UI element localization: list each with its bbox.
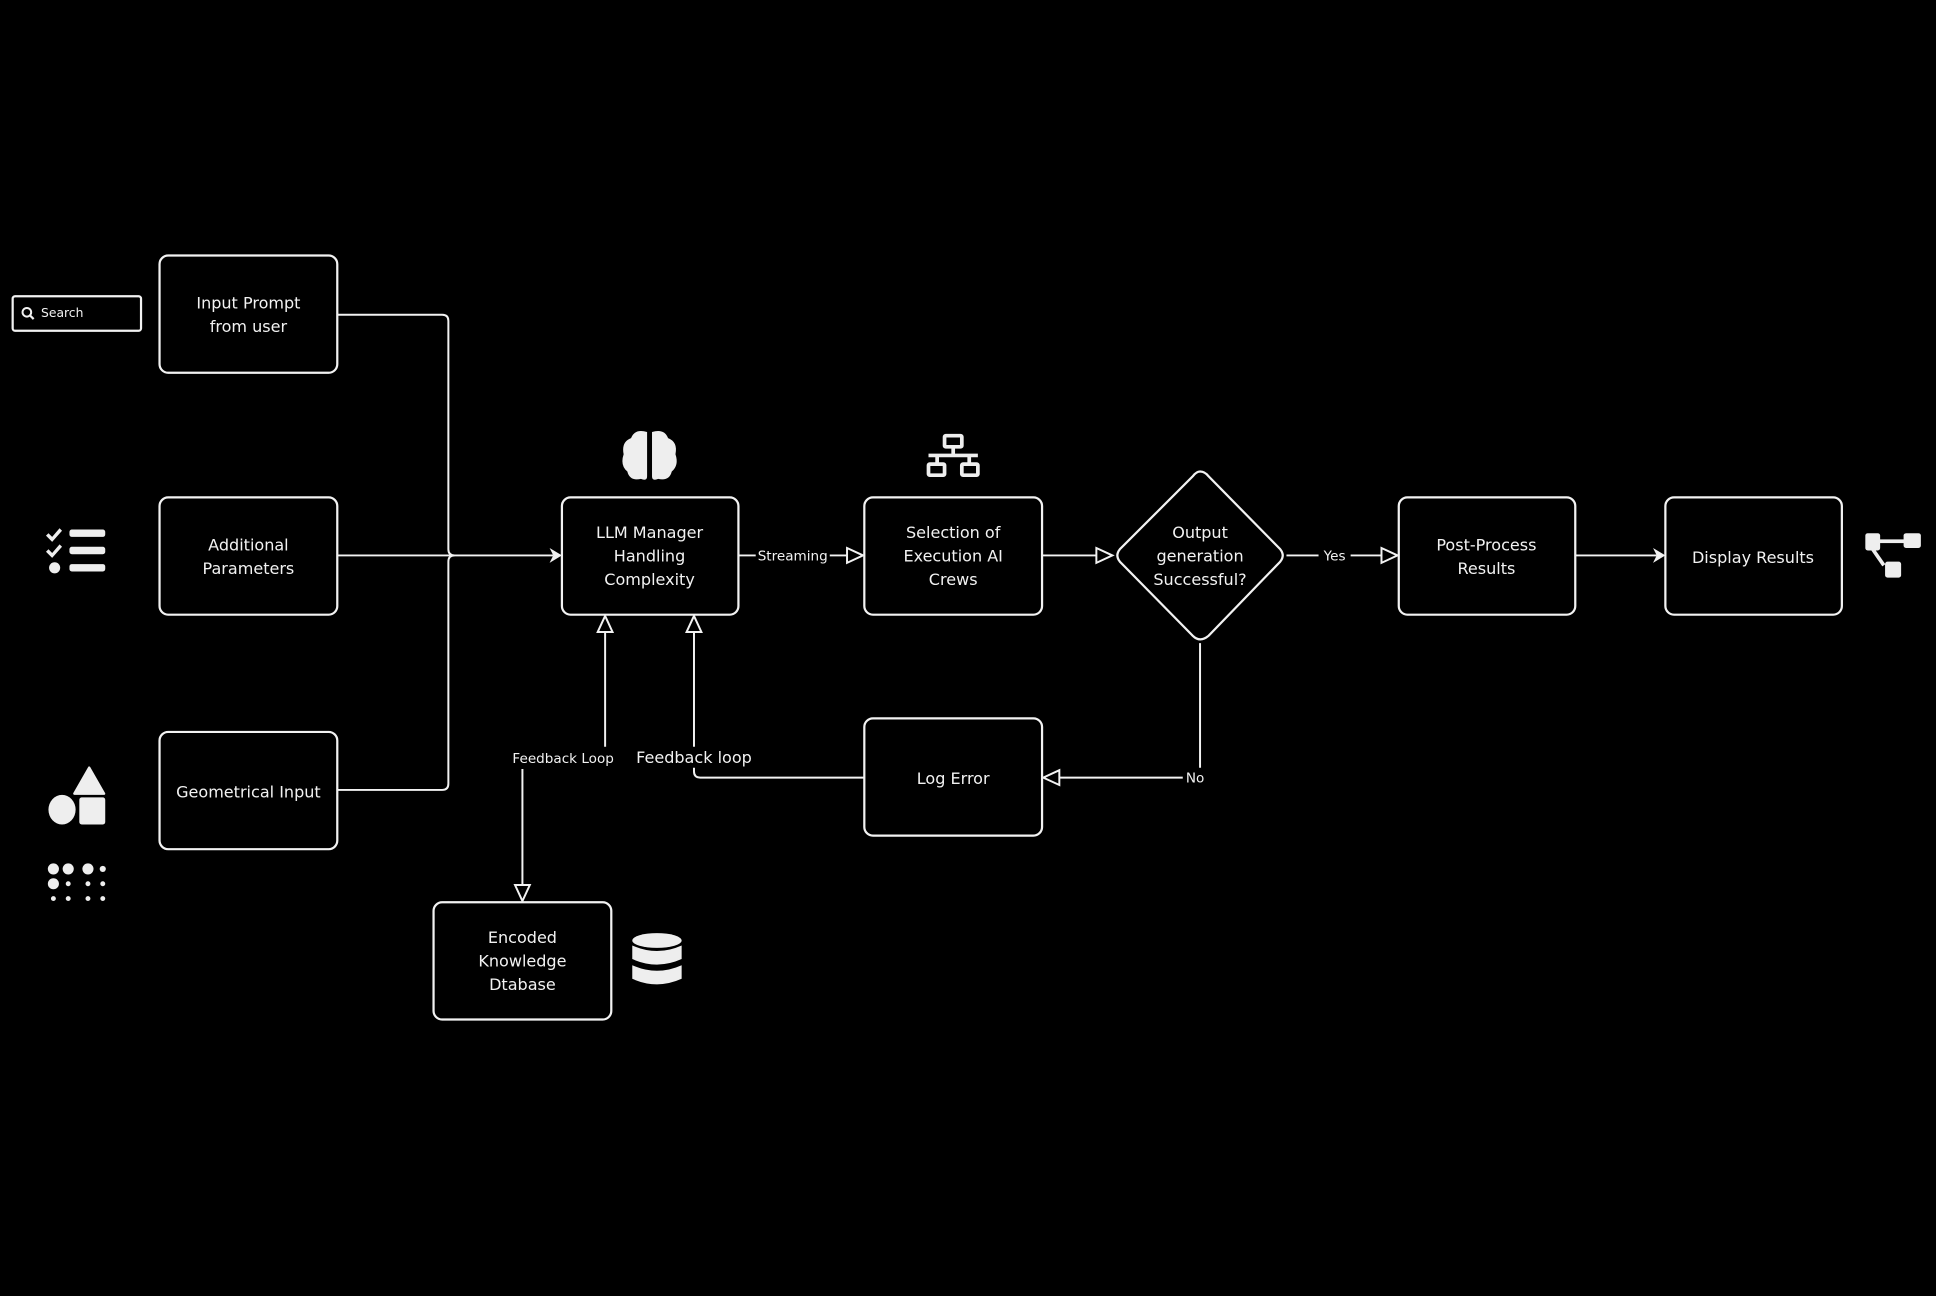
database-icon [632, 933, 682, 985]
node-label: Execution AI [903, 547, 1002, 566]
node-label: Output [1172, 523, 1228, 542]
node-label: Results [1457, 559, 1515, 578]
node-post-process[interactable]: Post-Process Results [1397, 496, 1577, 616]
node-label: Successful? [1153, 570, 1246, 589]
node-label: Selection of [906, 523, 1001, 542]
node-label: Input Prompt [196, 294, 300, 313]
edge-label-no: No [1186, 771, 1204, 787]
shapes-icon [48, 766, 106, 825]
node-label: LLM Manager [596, 523, 703, 542]
node-additional-parameters[interactable]: Additional Parameters [158, 496, 339, 616]
edge-label-feedback-loop-error: Feedback loop [636, 748, 752, 767]
checklist-icon [45, 528, 106, 574]
node-input-prompt[interactable]: Input Prompt from user [158, 254, 339, 374]
node-geometrical-input[interactable]: Geometrical Input [158, 730, 339, 851]
node-decision-output-successful[interactable]: Output generation Successful? [1116, 470, 1284, 641]
node-log-error[interactable]: Log Error [863, 717, 1044, 837]
network-icon [926, 433, 980, 478]
connectors [337, 313, 1666, 904]
node-label: Display Results [1692, 548, 1814, 567]
node-label: Log Error [917, 769, 990, 788]
node-label: Knowledge [478, 951, 566, 970]
node-label: Parameters [203, 559, 295, 578]
edge-label-yes: Yes [1323, 548, 1346, 564]
node-label: Crews [929, 570, 978, 589]
node-selection-of-crews[interactable]: Selection of Execution AI Crews [863, 496, 1044, 616]
node-display-results[interactable]: Display Results [1664, 496, 1843, 616]
edge-label-streaming: Streaming [758, 548, 828, 564]
node-label: Encoded [488, 928, 557, 947]
node-label: Complexity [604, 570, 695, 589]
node-label: Handling [614, 547, 685, 566]
search-label: Search [41, 306, 83, 320]
node-label: Geometrical Input [176, 782, 321, 801]
brain-icon [622, 430, 677, 480]
node-llm-manager[interactable]: LLM Manager Handling Complexity [560, 496, 740, 616]
node-label: from user [210, 317, 288, 336]
node-knowledge-database[interactable]: Encoded Knowledge Dtabase [432, 901, 613, 1021]
node-label: Additional [208, 535, 288, 554]
node-label: Dtabase [489, 975, 556, 994]
search-icon [21, 306, 35, 320]
dots-grid-icon [47, 863, 106, 902]
edge-label-feedback-loop-db: Feedback Loop [512, 751, 613, 767]
node-label: generation [1156, 547, 1243, 566]
tree-icon [1865, 533, 1921, 578]
node-label: Post-Process [1436, 535, 1536, 554]
search-box[interactable]: Search [11, 295, 143, 332]
